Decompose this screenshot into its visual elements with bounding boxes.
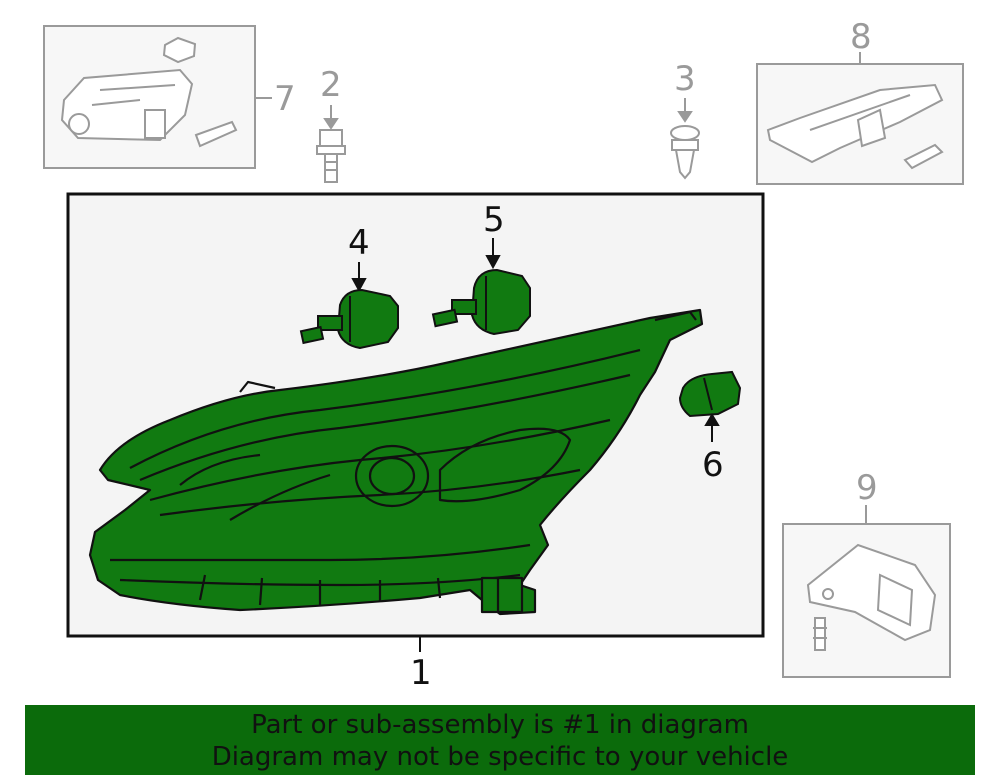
part-3-clip[interactable] [670, 98, 700, 180]
callout-5: 5 [483, 200, 505, 240]
banner-line-2: Diagram may not be specific to your vehi… [211, 742, 789, 772]
part-7-box[interactable] [43, 25, 272, 169]
part-8-box[interactable] [756, 52, 964, 185]
part-1-headlight-assembly[interactable] [88, 308, 704, 616]
callout-9: 9 [856, 468, 878, 508]
callout-7: 7 [274, 79, 296, 119]
info-banner: Part or sub-assembly is #1 in diagram Di… [25, 705, 975, 775]
callout-8: 8 [850, 17, 872, 57]
part-7-bracket-icon [60, 36, 238, 148]
part-5-bulb[interactable] [431, 238, 531, 336]
callout-4: 4 [348, 223, 370, 263]
callout-1: 1 [410, 653, 432, 693]
callout-6: 6 [702, 445, 724, 485]
part-2-bolt[interactable] [316, 105, 346, 183]
part-9-box[interactable] [782, 505, 951, 678]
part-8-bracket-icon [766, 83, 944, 170]
part-6-socket[interactable] [678, 370, 742, 442]
banner-line-1: Part or sub-assembly is #1 in diagram [251, 710, 749, 740]
part-4-bulb[interactable] [299, 262, 399, 350]
callout-3: 3 [674, 59, 696, 99]
part-9-bracket-icon [806, 543, 937, 651]
callout-2: 2 [320, 65, 342, 105]
